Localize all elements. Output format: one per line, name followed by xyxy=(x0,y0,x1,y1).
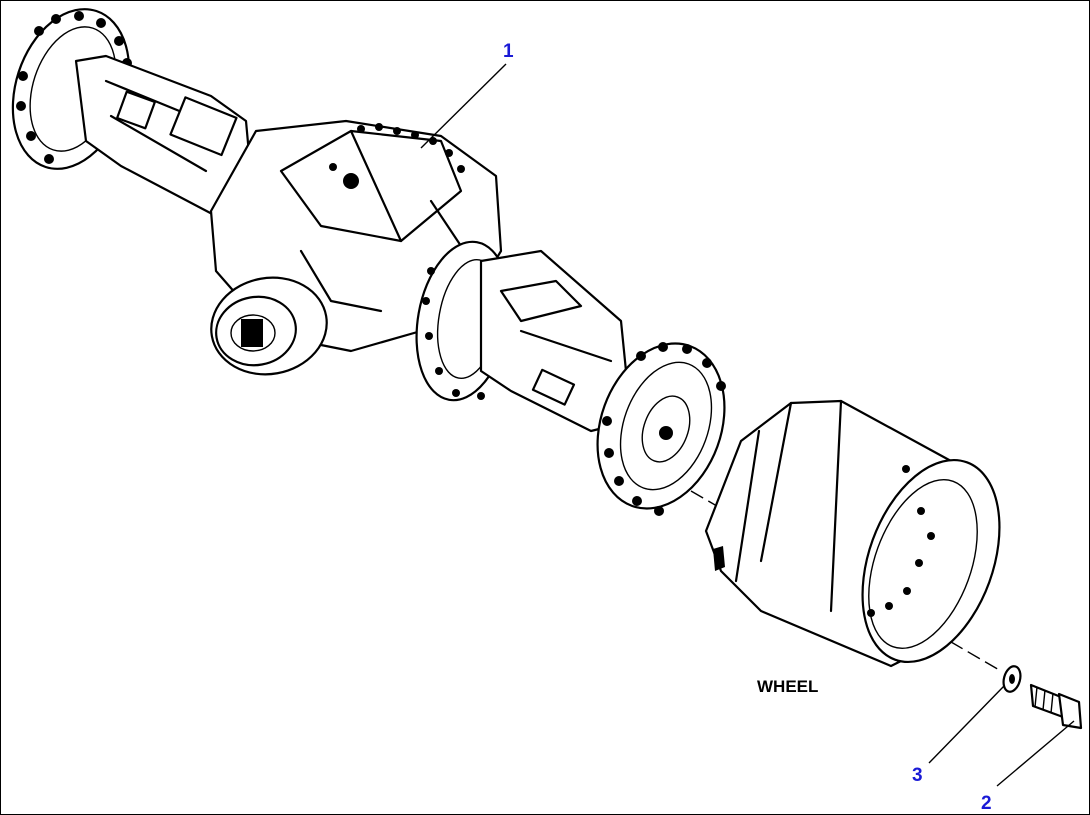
bolt[interactable] xyxy=(1029,683,1083,730)
wheel-rim[interactable] xyxy=(704,399,1025,681)
washer[interactable] xyxy=(1001,664,1023,693)
carrier-bolts xyxy=(422,267,485,400)
leader-line-1 xyxy=(420,63,507,149)
callout-2: 2 xyxy=(981,793,992,814)
leader-line-3 xyxy=(928,685,1005,764)
right-flange-bolts xyxy=(602,342,726,516)
axle-assembly[interactable] xyxy=(1,1,746,526)
leader-line-2 xyxy=(996,720,1075,787)
wheel-caption: WHEEL xyxy=(757,677,818,696)
callout-3: 3 xyxy=(912,765,923,786)
callout-1: 1 xyxy=(503,41,514,62)
wheel-bolt-holes xyxy=(867,465,935,617)
